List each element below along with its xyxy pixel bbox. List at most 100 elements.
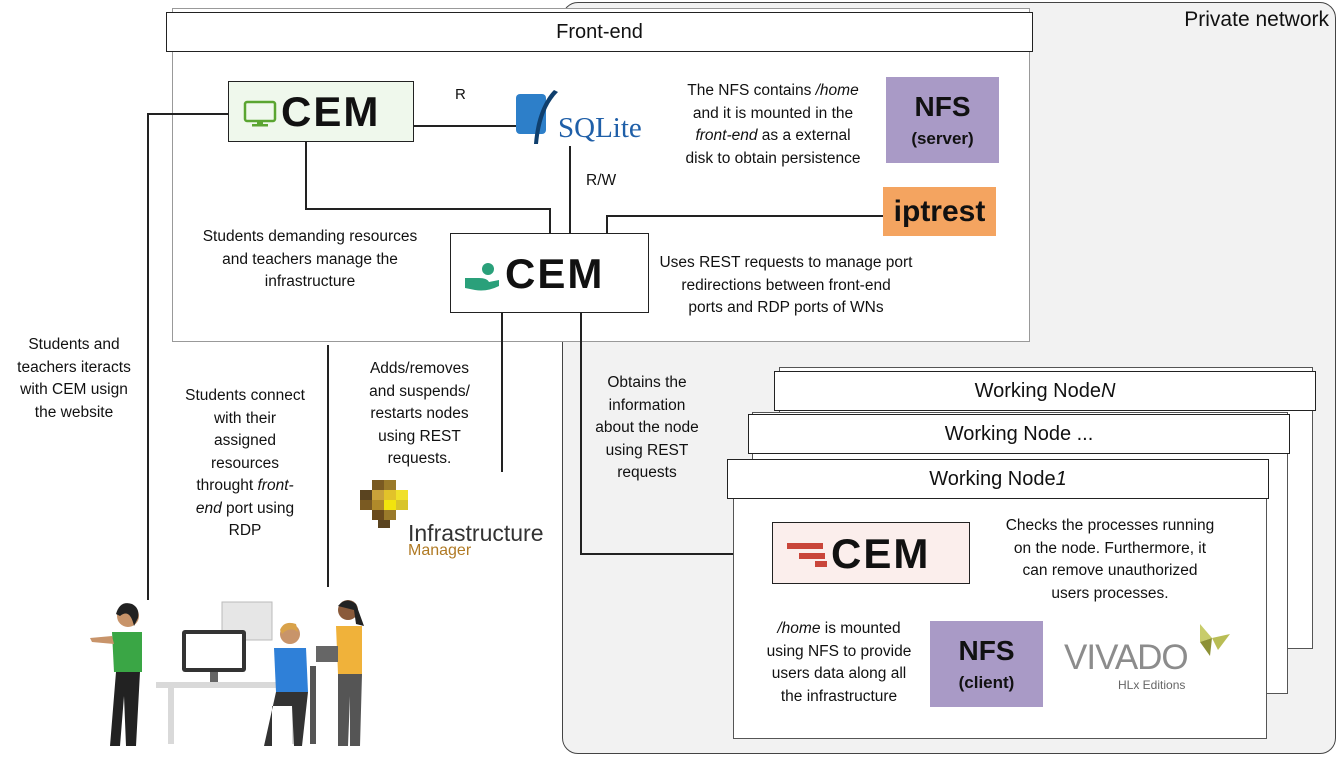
private-network-label: Private network — [1184, 8, 1329, 31]
note-line: using NFS to provide — [766, 642, 912, 660]
cem-hand-icon — [463, 260, 501, 297]
connector-line — [549, 208, 551, 234]
note-line: teachers iteracts — [17, 358, 131, 376]
connector-line — [305, 208, 549, 210]
vivado-logo: VIVADO HLx Editions — [1062, 622, 1238, 696]
nfs-server-title: NFS — [914, 91, 971, 122]
working-node-n-title: Working Node N — [774, 371, 1316, 411]
note-line: assigned — [213, 432, 277, 449]
note-line: Adds/removes — [369, 360, 470, 377]
infrastructure-manager-logo: Infrastructure Manager — [350, 480, 560, 562]
note-line: port using — [221, 499, 295, 517]
note-line: RDP — [228, 522, 262, 539]
nfs-client-title: NFS — [958, 635, 1015, 666]
rdp-connect-note: Students connect with their assigned res… — [170, 385, 320, 543]
wn-title-text: Working Node — [974, 379, 1101, 402]
note-line: ports and RDP ports of WNs — [688, 299, 884, 316]
note-line: Checks the processes running — [1005, 517, 1215, 534]
users-illustration — [80, 596, 380, 756]
wn-title-text: Working Node — [929, 467, 1056, 490]
note-line: Obtains the — [607, 374, 687, 391]
nfs-note-em: front-end — [695, 127, 758, 144]
note-line: infrastructure — [264, 273, 356, 290]
note-line: using REST — [378, 427, 461, 445]
note-line: requests — [617, 464, 677, 481]
sqlite-feather-icon — [514, 88, 564, 151]
nfs-client-sub: (client) — [958, 673, 1015, 692]
note-line: the infrastructure — [780, 687, 898, 705]
sqlite-label: SQLite — [558, 112, 642, 144]
note-line: throught — [196, 477, 258, 494]
connector-line — [327, 345, 329, 587]
working-node-dots-title: Working Node ... — [748, 414, 1290, 454]
read-write-label: R/W — [586, 172, 617, 189]
nfs-note-line: disk to obtain persistence — [685, 149, 861, 167]
note-line: Students and — [28, 336, 120, 353]
vivado-leaf-icon — [1182, 622, 1234, 667]
note-line: Students demanding resources — [202, 228, 418, 245]
read-label: R — [455, 86, 466, 103]
note-line: users data along all — [771, 665, 907, 682]
vivado-label: VIVADO — [1064, 638, 1189, 677]
note-line: redirections between front-end — [681, 276, 891, 294]
working-node-1-title: Working Node 1 — [727, 459, 1269, 499]
sqlite-logo: SQLite — [514, 88, 654, 150]
vivado-sub-label: HLx Editions — [1118, 678, 1186, 692]
note-line: and teachers manage the — [222, 250, 398, 268]
cem-agent-label: CEM — [831, 530, 931, 577]
connector-line — [580, 553, 773, 555]
nfs-note-line: The NFS contains — [687, 82, 816, 99]
wn-title-em: N — [1100, 379, 1116, 402]
note-line: can remove unauthorized — [1022, 562, 1198, 579]
iptrest-box: iptrest — [883, 187, 996, 236]
connector-line — [606, 215, 884, 217]
rest-redirection-note: Uses REST requests to manage port redire… — [648, 252, 924, 320]
note-line: resources — [210, 454, 280, 472]
connector-line — [413, 125, 516, 127]
connector-line — [148, 113, 228, 115]
connector-line — [501, 312, 503, 472]
nfs-server-sub: (server) — [911, 129, 974, 148]
infrastructure-manager-icon — [356, 480, 414, 535]
infrastructure-label: Infrastructure — [408, 520, 544, 546]
note-line: is mounted — [820, 620, 901, 637]
manager-label: Manager — [408, 542, 472, 559]
note-em: end — [195, 499, 222, 517]
cem-server-label: CEM — [505, 250, 605, 297]
cem-web-box: CEM — [228, 81, 414, 142]
interact-note: Students and teachers iteracts with CEM … — [4, 334, 144, 424]
note-line: with CEM usign — [20, 381, 128, 398]
nfs-server-box: NFS (server) — [886, 77, 999, 163]
cem-agent-icon — [785, 539, 831, 574]
nfs-client-box: NFS (client) — [930, 621, 1043, 707]
connector-line — [580, 312, 582, 553]
obtains-info-note: Obtains the information about the node u… — [588, 372, 706, 485]
cem-server-box: CEM — [450, 233, 649, 313]
front-end-title: Front-end — [166, 12, 1033, 52]
note-line: Uses REST requests to manage port — [659, 254, 913, 271]
connector-line — [305, 141, 307, 209]
students-demanding-note: Students demanding resources and teacher… — [178, 226, 442, 294]
connector-line — [606, 215, 608, 234]
note-line: the website — [34, 403, 114, 421]
wn-title-em: 1 — [1055, 467, 1067, 490]
home-mounted-note: /home is mounted using NFS to provide us… — [754, 618, 924, 708]
note-line: Students connect — [185, 387, 305, 404]
note-line: users processes. — [1051, 584, 1169, 602]
nfs-note-line: as a external — [757, 127, 851, 144]
note-em: /home — [777, 620, 821, 637]
nfs-persistence-note: The NFS contains /home and it is mounted… — [662, 80, 884, 170]
cem-agent-box: CEM — [772, 522, 970, 584]
note-line: and suspends/ — [369, 382, 470, 400]
note-em: front- — [257, 477, 294, 494]
nfs-note-line: and it is mounted in the — [692, 104, 854, 122]
cem-web-label: CEM — [281, 88, 381, 135]
note-line: information — [608, 396, 686, 414]
connector-line — [147, 113, 149, 600]
note-line: with their — [213, 409, 277, 427]
monitor-icon — [243, 100, 277, 133]
note-line: restarts nodes — [370, 405, 469, 422]
adds-removes-note: Adds/removes and suspends/ restarts node… — [352, 358, 487, 471]
note-line: requests. — [387, 450, 452, 467]
nfs-note-em: /home — [815, 82, 859, 99]
